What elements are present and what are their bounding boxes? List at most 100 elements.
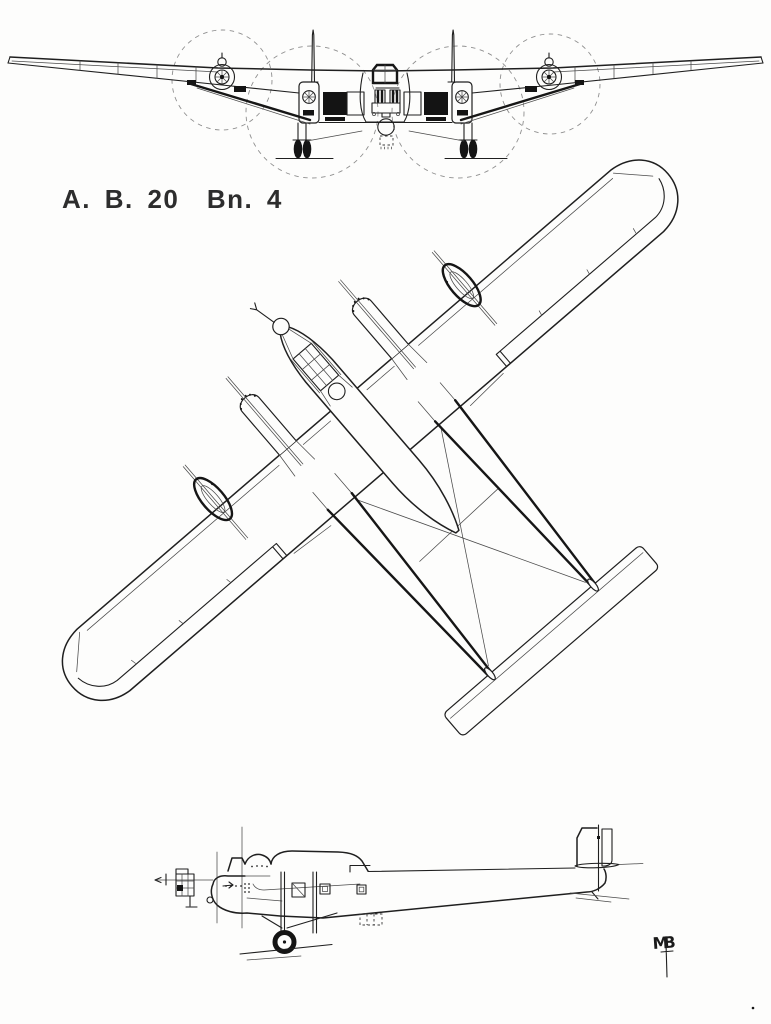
turret-leg — [185, 895, 198, 908]
engine-cowl — [535, 63, 563, 91]
elevator-hinge-line — [450, 552, 644, 719]
tail-booms — [326, 399, 599, 681]
plan-nacelle-left — [225, 376, 315, 477]
outer-engine-left — [208, 52, 236, 91]
propeller-blade-right — [447, 29, 459, 83]
belly-tab — [381, 112, 391, 118]
nacelle-vent — [303, 110, 314, 116]
aileron-right — [470, 178, 665, 407]
windshield — [227, 857, 246, 872]
plan-nacelle-right — [338, 279, 428, 380]
window-1-cross — [291, 882, 306, 898]
wing-brace-right-2 — [460, 87, 575, 125]
side-tail — [569, 824, 644, 903]
inner-strut-right — [408, 130, 465, 142]
inner-nacelle-right — [403, 81, 473, 124]
wheel — [302, 139, 312, 159]
engine-cowl-inner — [200, 485, 226, 513]
cylinder-dots — [239, 393, 256, 410]
turret-hatch — [177, 885, 183, 891]
gear-struts — [280, 871, 318, 934]
fuselage-windows — [222, 865, 383, 926]
strut-anchor-left — [187, 80, 196, 85]
engine-face — [302, 90, 316, 104]
thrust-axis-line — [182, 464, 249, 540]
boom-left-edges — [326, 491, 493, 677]
tail-cross-bracing — [357, 427, 586, 667]
radiator-frame — [403, 91, 422, 116]
artist-signature: MB — [652, 932, 676, 978]
nacelle-fairing — [279, 440, 315, 477]
wing-brace-left — [189, 82, 312, 122]
engine-spokes-icon — [303, 91, 315, 103]
cockpit-glazing — [282, 328, 353, 407]
tailplane-tip-line — [618, 863, 644, 865]
nacelle-vent — [457, 110, 468, 116]
engine-face — [455, 90, 469, 104]
nose-turret — [175, 868, 198, 908]
nose-gun — [249, 302, 275, 324]
tailplane-slab — [574, 862, 620, 869]
stack-bars — [376, 90, 399, 103]
window-2 — [319, 883, 331, 895]
plan-outer-engine-right — [431, 250, 498, 326]
dorsal-turret-ring — [327, 382, 346, 401]
nacelle-outline — [352, 297, 409, 359]
wing-fairing — [270, 850, 369, 872]
wheel — [293, 139, 303, 159]
engine-cowl-oval — [441, 262, 482, 308]
engine-face — [541, 69, 557, 85]
engine-spokes-icon — [456, 91, 468, 103]
elevator-horn-right — [587, 578, 599, 592]
radiator-block — [323, 92, 347, 115]
plan-view — [61, 159, 679, 736]
rivet-dots — [225, 865, 268, 893]
outer-engine-right — [535, 52, 563, 91]
side-landing-gear — [239, 871, 338, 961]
nose-turret-ring — [272, 317, 290, 336]
aileron-hinge — [77, 542, 288, 687]
tail-ground-line — [569, 892, 630, 903]
ventral-hatch — [379, 135, 394, 146]
engine-cowl-oval — [192, 476, 234, 522]
engine-cowl — [208, 63, 236, 91]
window-1 — [291, 882, 306, 898]
inner-strut-left — [306, 130, 363, 142]
arrow-mark — [222, 881, 234, 889]
gear-diagonals — [261, 912, 338, 929]
plan-wing-le-line — [86, 178, 614, 631]
window-3-pane — [358, 886, 365, 893]
wheel-hub — [282, 940, 287, 944]
elevator-horn-left — [484, 667, 496, 681]
propeller-disc-left-inner — [245, 45, 379, 179]
propeller-disc-right-outer — [499, 33, 601, 135]
canopy-hump — [244, 853, 272, 865]
belly-fitting-right — [396, 112, 400, 116]
plan-outer-engine-left — [182, 464, 249, 540]
stray-dot — [751, 1006, 755, 1010]
bracing-struts — [189, 82, 582, 142]
engine-mount-right — [525, 86, 537, 92]
glazing-grid — [298, 348, 333, 386]
window-2-pane — [322, 886, 328, 892]
gear-legs — [458, 122, 478, 141]
strut-anchor-right — [575, 80, 584, 85]
ventral-turret — [377, 118, 395, 136]
nose-gun-side — [154, 873, 167, 886]
engine-face — [214, 69, 230, 85]
engine-stack — [374, 89, 401, 104]
wheel — [459, 139, 469, 159]
wheel — [468, 139, 478, 159]
turret-box — [175, 873, 195, 897]
hinge-dot — [597, 836, 600, 839]
fuselage-sides — [359, 72, 411, 123]
side-fuselage — [210, 850, 607, 919]
aileron-left — [77, 525, 332, 687]
thrust-axis-line — [338, 279, 416, 370]
horizontal-stabilizer — [444, 546, 659, 736]
front-wing-inner-lines — [11, 60, 760, 73]
engine-hub — [546, 74, 552, 80]
front-wing-panel-ticks — [79, 60, 692, 83]
rudder — [601, 828, 613, 867]
